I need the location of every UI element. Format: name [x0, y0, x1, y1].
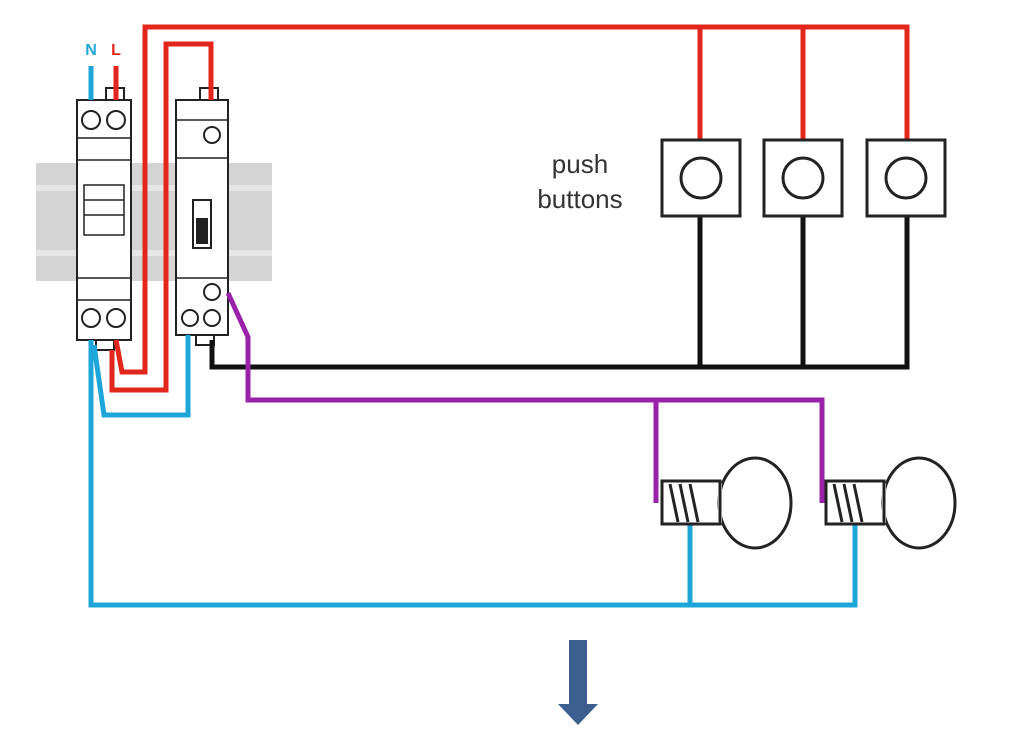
lamp-1	[660, 456, 793, 550]
terminal-screw-icon	[203, 283, 221, 301]
terminal-screw-icon	[106, 308, 126, 328]
push-buttons-label-line1: push	[552, 149, 608, 179]
terminal-screw-icon	[203, 309, 221, 327]
terminal-screw-icon	[181, 309, 199, 327]
push-button-icon	[781, 156, 825, 200]
din-rail	[36, 163, 272, 281]
push-button-2	[762, 138, 844, 218]
live-label: L	[111, 42, 121, 59]
lightbulb-icon	[717, 456, 793, 550]
push-button-1	[660, 138, 742, 218]
terminal-screw-icon	[106, 110, 126, 130]
terminal-screw-icon	[203, 126, 221, 144]
arrow-down-icon	[558, 640, 598, 725]
circuit-breaker	[76, 87, 132, 351]
terminal-screw-icon	[81, 308, 101, 328]
lightbulb-icon	[881, 456, 957, 550]
switched-wires	[225, 291, 825, 503]
neutral-label: N	[85, 42, 97, 59]
push-buttons-label-line2: buttons	[537, 184, 622, 214]
neutral-wires	[88, 66, 858, 608]
push-button-3	[865, 138, 947, 218]
lamp-2	[824, 456, 957, 550]
live-wires	[109, 24, 910, 393]
terminal-screw-icon	[81, 110, 101, 130]
control-wires	[209, 216, 910, 370]
push-button-icon	[884, 156, 928, 200]
push-button-icon	[679, 156, 723, 200]
impulse-relay	[175, 87, 229, 346]
